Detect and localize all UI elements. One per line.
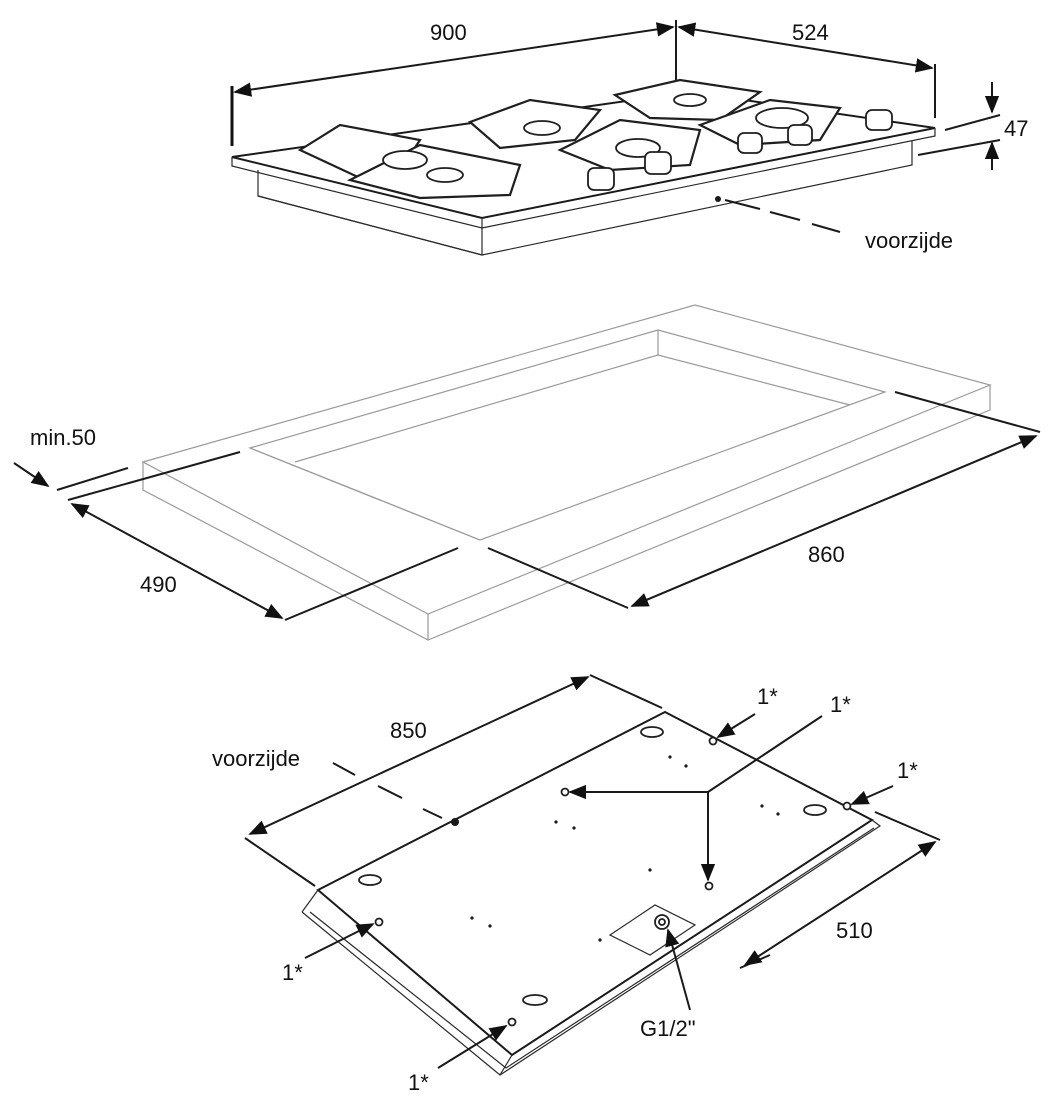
gas-connection-callout: G1/2" [640, 928, 696, 1041]
hob-front-indicator: voorzijde [715, 196, 953, 253]
underside-view: 850 voorzijde 510 G1/2" 1* 1* [212, 674, 941, 1095]
burners [382, 93, 809, 183]
cutout-depth-label: 490 [140, 572, 177, 597]
gas-connection-label: G1/2" [640, 1016, 696, 1041]
cutout-clearance-dimension: min.50 [13, 425, 129, 491]
bracket-mark-left: 1* [282, 960, 303, 985]
control-knobs [587, 109, 893, 191]
bracket-mark-bottom: 1* [408, 1070, 429, 1095]
underside-front-indicator: voorzijde [212, 746, 459, 826]
underside-length-dimension: 850 [244, 674, 663, 887]
cutout-width-dimension: 860 [487, 391, 1041, 609]
underside-width-dimension: 510 [739, 811, 941, 969]
hob-height-label: 47 [1004, 116, 1028, 141]
hob-body [257, 141, 913, 256]
hob-width-label: 900 [430, 20, 467, 45]
underside-front-label: voorzijde [212, 746, 300, 771]
hob-view: 900 524 47 voorzijde [230, 20, 1028, 256]
cutout-width-label: 860 [808, 542, 845, 567]
underside-length-label: 850 [390, 718, 427, 743]
cutout-depth-dimension: 490 [67, 451, 459, 621]
underside-feet [358, 726, 827, 1006]
bracket-mark-center: 1* [830, 692, 851, 717]
underside-plate [301, 710, 882, 1076]
hob-height-dimension: 47 [917, 82, 1028, 170]
hob-depth-dimension: 524 [677, 20, 936, 118]
cutout-opening [248, 329, 887, 541]
underside-width-label: 510 [836, 918, 873, 943]
bracket-callouts: 1* 1* 1* 1* 1* [282, 684, 918, 1095]
worktop-slab [141, 304, 992, 641]
gas-connection-housing [608, 904, 697, 956]
cutout-clearance-label: min.50 [30, 425, 96, 450]
hob-front-label: voorzijde [865, 228, 953, 253]
bracket-mark-top: 1* [757, 684, 778, 709]
bracket-mark-right: 1* [897, 758, 918, 783]
hob-width-dimension: 900 [230, 20, 677, 146]
hob-depth-label: 524 [792, 20, 829, 45]
cutout-view: min.50 490 860 [13, 304, 1041, 641]
